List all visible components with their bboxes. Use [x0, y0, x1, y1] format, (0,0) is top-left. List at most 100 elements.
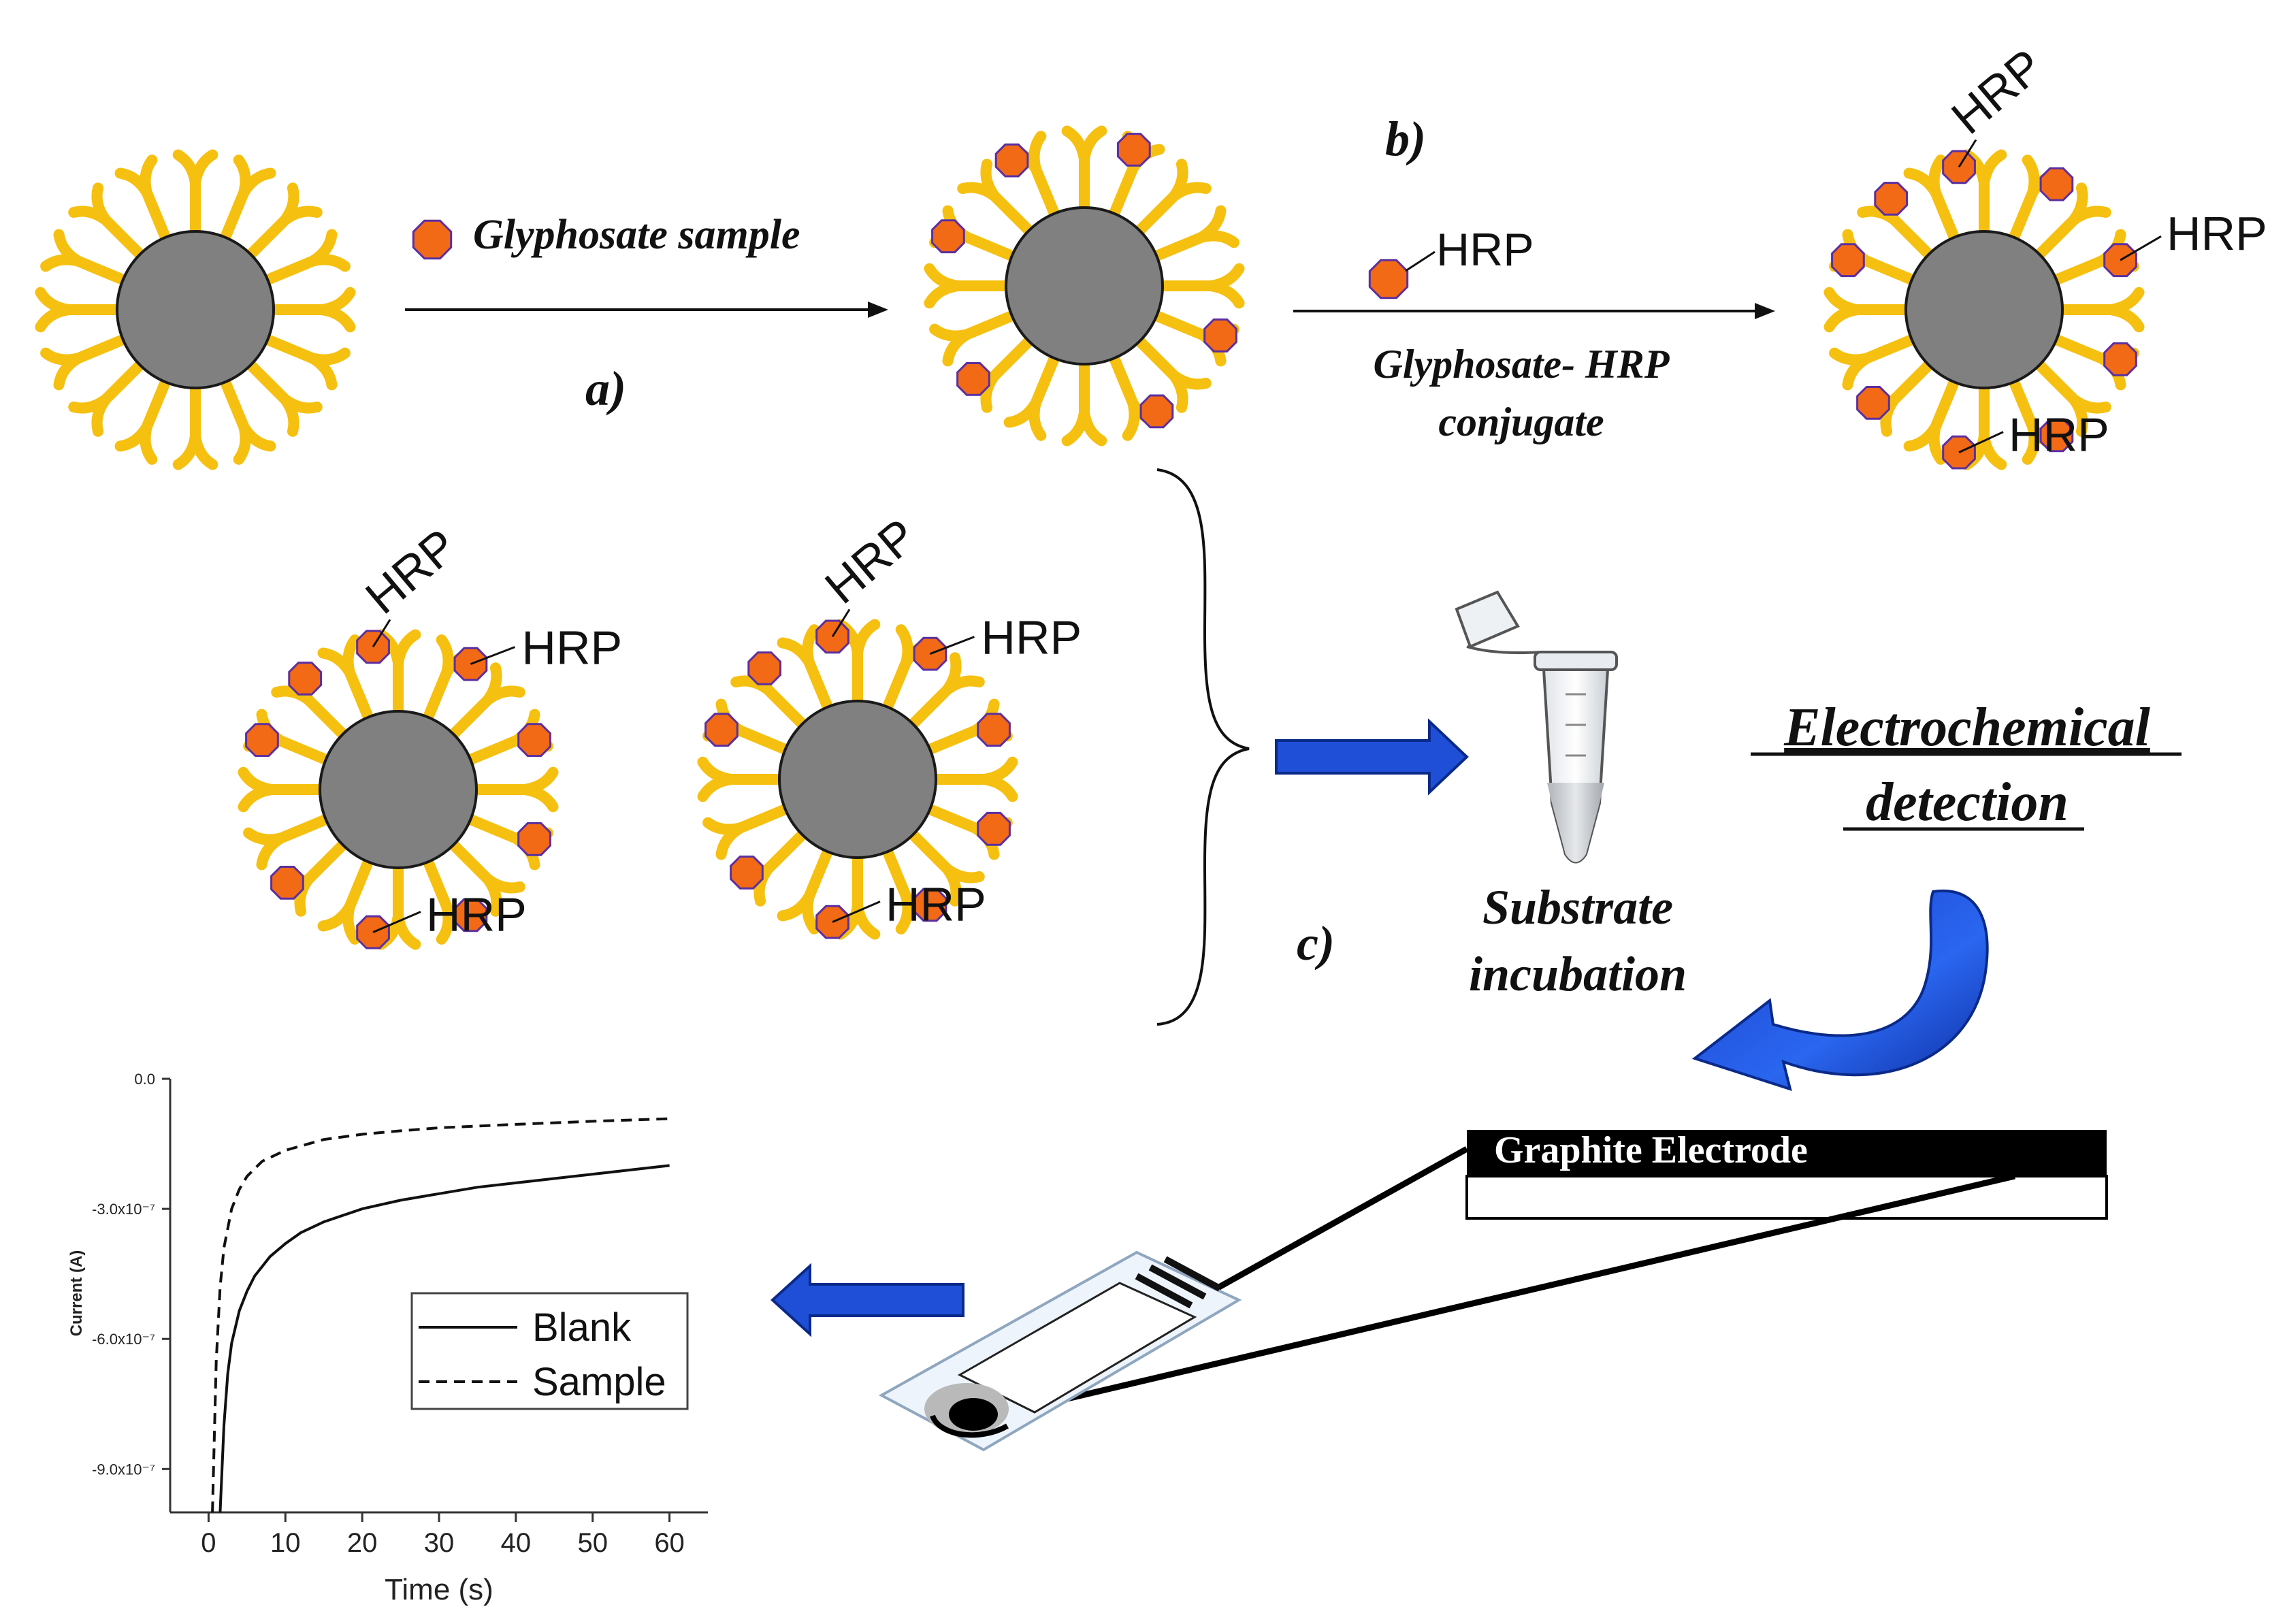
- antibody: [1903, 155, 1963, 250]
- glyphosate-antigen: [517, 723, 551, 758]
- antibody: [777, 839, 837, 935]
- antibody: [240, 182, 323, 265]
- hrp-linker: [1958, 431, 2004, 453]
- y-tick-label: 0.0: [134, 1071, 155, 1088]
- step-a-arrow: [405, 302, 888, 318]
- hrp-linker: [2120, 235, 2162, 261]
- antibody: [240, 354, 323, 437]
- hrp-linker: [1405, 250, 1436, 272]
- hrp-linker: [372, 911, 421, 934]
- nanoparticle-core: [778, 700, 937, 859]
- antibody: [40, 229, 136, 289]
- glyphosate-antigen: [1874, 182, 1908, 216]
- series-line-blank: [218, 1164, 670, 1513]
- eppendorf-tube-icon: [1455, 590, 1618, 864]
- antibody: [260, 287, 356, 333]
- screen-printed-electrode-icon: [878, 1250, 1242, 1452]
- antibody: [1129, 330, 1212, 413]
- hrp-linker: [372, 619, 391, 648]
- glyphosate-antigen: [747, 651, 781, 685]
- glyphosate-antigen: [453, 898, 488, 932]
- antibody: [702, 800, 798, 860]
- curved-blue-arrow: [1691, 889, 1989, 1092]
- hrp-linker: [470, 646, 515, 666]
- conjugate-label-line2: conjugate: [1438, 400, 1604, 444]
- hrp-label: HRP: [981, 611, 1082, 664]
- x-tick-label: 30: [424, 1528, 455, 1558]
- nanoparticle-core: [116, 230, 275, 389]
- antibody: [2028, 182, 2111, 265]
- legend-box: [410, 1292, 689, 1410]
- antibody: [317, 849, 377, 945]
- antibody: [1003, 345, 1063, 441]
- y-tick-label: -9.0x10⁻⁷: [92, 1461, 155, 1478]
- glyphosate-antigen: [288, 662, 322, 696]
- antibody: [1061, 125, 1107, 221]
- hrp-label: HRP: [1942, 39, 2053, 144]
- antibody: [442, 834, 525, 917]
- x-tick-label: 20: [347, 1528, 378, 1558]
- chart-y-axis-label: Current (A): [67, 1250, 86, 1337]
- electrochemical-label-line2: detection: [1866, 773, 2069, 832]
- antibody: [255, 229, 351, 289]
- graphite-electrode-crosssection: [1465, 1130, 2108, 1220]
- antibody: [1903, 369, 1963, 465]
- glyphosate-antigen: [931, 219, 965, 254]
- antibody: [2049, 287, 2145, 333]
- antibody: [697, 756, 793, 802]
- substrate-label-line1: Substrate: [1482, 880, 1673, 935]
- blue-arrow-left: [771, 1263, 964, 1337]
- antibody: [1823, 287, 1919, 333]
- glyphosate-antigen: [1856, 386, 1890, 420]
- antibody: [216, 369, 276, 465]
- antibody: [114, 369, 174, 465]
- glyphosate-antigen: [412, 219, 453, 260]
- x-tick-label: 50: [577, 1528, 608, 1558]
- glyphosate-antigen: [1203, 318, 1237, 353]
- antibody: [1829, 331, 1925, 391]
- x-tick-label: 40: [501, 1528, 532, 1558]
- antibody: [957, 159, 1040, 242]
- grouping-brace: [1156, 468, 1250, 1026]
- antibody: [68, 182, 151, 265]
- electrochemical-label-line1: Electrochemical: [1783, 698, 2150, 758]
- antibody: [1061, 351, 1107, 446]
- hrp-legend-icon: [1368, 250, 1436, 299]
- antibody: [777, 624, 837, 720]
- antibody: [114, 155, 174, 250]
- y-tick-label: -6.0x10⁻⁷: [92, 1331, 155, 1348]
- glyphosate-antigen: [1831, 243, 1865, 278]
- nanoparticle-core: [1005, 206, 1164, 366]
- antibody-nanoparticle: HRP HRP HRP: [697, 508, 1082, 940]
- hrp-linker: [832, 900, 881, 924]
- substrate-label-line2: incubation: [1469, 947, 1687, 1001]
- hrp-linker: [929, 636, 975, 655]
- glyphosate-antigen: [956, 362, 990, 396]
- glyphosate-antigen: [2039, 418, 2074, 453]
- hrp-label: HRP: [886, 878, 986, 931]
- nanoparticle-core: [319, 710, 478, 869]
- antibody: [2028, 354, 2111, 437]
- hrp-legend-label: HRP: [1436, 224, 1534, 276]
- legend-label: Blank: [532, 1305, 632, 1350]
- step-b-label: b): [1385, 112, 1426, 166]
- glyphosate-antigen: [977, 811, 1011, 846]
- legend-label: Sample: [532, 1360, 666, 1404]
- zoom-line-bottom: [999, 1173, 2016, 1418]
- step-a-label: a): [585, 361, 626, 416]
- blue-arrow-right: [1275, 718, 1469, 796]
- glyphosate-sample-label: Glyphosate sample: [473, 212, 800, 258]
- glyphosate-antigen: [2103, 342, 2137, 376]
- glyphosate-antigen: [913, 888, 947, 922]
- hrp-label: HRP: [815, 508, 926, 614]
- antibody: [929, 307, 1025, 367]
- glyphosate-antigen: [1368, 259, 1409, 299]
- hrp-label: HRP: [356, 519, 467, 624]
- antibody: [924, 263, 1020, 309]
